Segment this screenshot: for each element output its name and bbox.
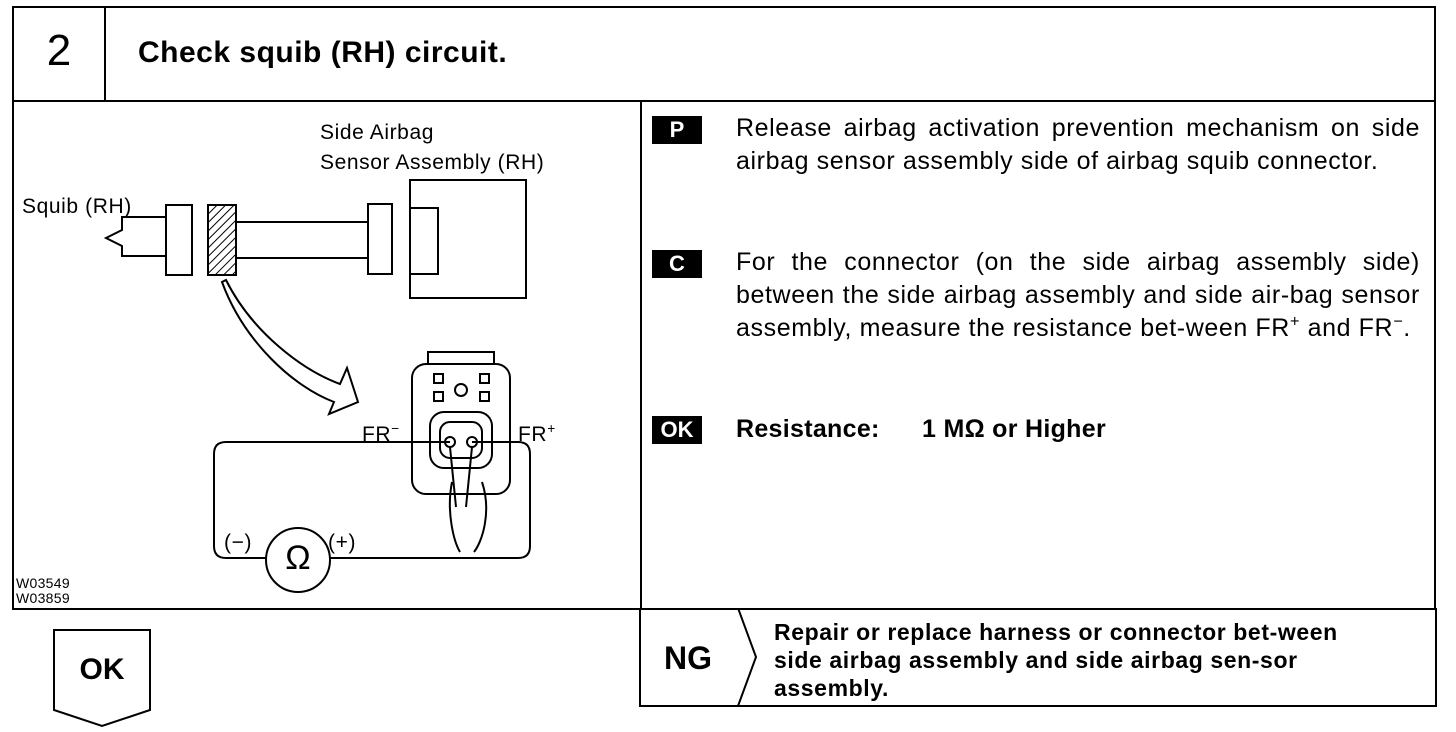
fr-plus-text: FR bbox=[518, 423, 548, 446]
figure-id-1: W03549 bbox=[16, 575, 70, 591]
diagram-svg bbox=[103, 179, 531, 593]
instruction-c-and: and FR bbox=[1300, 314, 1394, 342]
instruction-c-end: . bbox=[1403, 314, 1411, 342]
ng-result-text: Repair or replace harness or connector b… bbox=[774, 619, 1338, 701]
instruction-p-text: Release airbag activation prevention mec… bbox=[736, 114, 1420, 175]
sensor-side-connector bbox=[367, 203, 393, 275]
ohm-symbol: Ω bbox=[285, 539, 311, 577]
connector-top-tab bbox=[427, 351, 495, 364]
ok-result-label: OK bbox=[79, 653, 125, 686]
squib-lead bbox=[103, 216, 166, 257]
badge-c: C bbox=[652, 250, 702, 278]
sensor-assembly-label-line2: Sensor Assembly (RH) bbox=[320, 151, 545, 174]
instruction-c-sup-plus: + bbox=[1289, 312, 1301, 331]
content-divider bbox=[640, 100, 642, 610]
step-number-divider bbox=[104, 6, 106, 102]
fr-minus-text: FR bbox=[362, 423, 392, 446]
step-title: Check squib (RH) circuit. bbox=[138, 36, 508, 69]
pointer-arrow bbox=[220, 278, 360, 416]
sensor-assembly-port bbox=[409, 207, 439, 275]
meter-loop bbox=[213, 441, 531, 559]
content-box bbox=[12, 100, 1436, 610]
instruction-c-sup-minus: − bbox=[1393, 312, 1404, 331]
instruction-c-text: For the connector (on the side airbag as… bbox=[736, 246, 1420, 345]
fr-minus-label: FR− bbox=[362, 420, 400, 448]
wiring-diagram: Side Airbag Sensor Assembly (RH) Squib (… bbox=[14, 102, 640, 608]
ok-result-shape bbox=[53, 629, 151, 728]
meter-plus-label: (+) bbox=[328, 531, 357, 554]
meter-minus-label: (−) bbox=[224, 531, 253, 554]
fr-plus-sup: + bbox=[547, 420, 556, 436]
resistance-spec-label: Resistance: bbox=[736, 415, 880, 443]
squib-connector bbox=[165, 204, 193, 276]
sensor-assembly-label-line1: Side Airbag bbox=[320, 121, 435, 144]
connector-wires bbox=[448, 446, 488, 553]
badge-p: P bbox=[652, 116, 702, 144]
instruction-c-main: For the connector (on the side airbag as… bbox=[736, 248, 1420, 342]
fr-plus-label: FR+ bbox=[518, 420, 556, 448]
ng-result-box bbox=[639, 608, 1437, 707]
mating-connector bbox=[207, 204, 237, 276]
figure-id-2: W03859 bbox=[16, 590, 70, 606]
badge-ok: OK bbox=[652, 416, 702, 444]
fr-minus-sup: − bbox=[391, 420, 400, 436]
ng-result-label: NG bbox=[664, 640, 712, 676]
ohmmeter bbox=[265, 527, 331, 593]
squib-label: Squib (RH) bbox=[22, 195, 132, 218]
resistance-spec-value: 1 MΩ or Higher bbox=[922, 415, 1106, 443]
step-number: 2 bbox=[46, 26, 72, 75]
